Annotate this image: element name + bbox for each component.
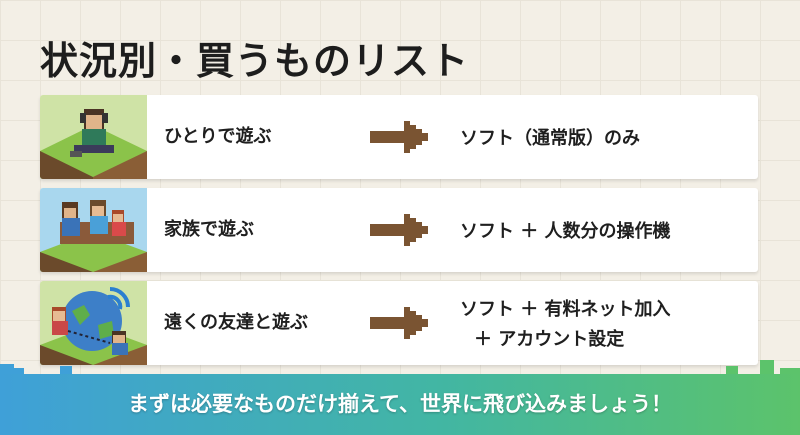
arrow-right-icon — [370, 307, 428, 339]
list-item-online: 遠くの友達と遊ぶ ソフト ＋ 有料ネット加入 ＋ アカウント設定 — [40, 281, 758, 365]
purchase-result: ソフト（通常版）のみ — [460, 95, 640, 179]
bottom-banner: まずは必要なものだけ揃えて、世界に飛び込みましょう！ — [0, 360, 800, 435]
page-title: 状況別・買うものリスト — [40, 39, 470, 83]
list-item-family: 家族で遊ぶ ソフト ＋ 人数分の操作機 — [40, 188, 758, 272]
situation-label: 遠くの友達と遊ぶ — [164, 312, 308, 333]
purchase-result: ソフト ＋ 人数分の操作機 — [460, 188, 671, 272]
purchase-result: ソフト ＋ 有料ネット加入 ＋ アカウント設定 — [460, 281, 671, 365]
result-line-1: ソフト（通常版）のみ — [460, 128, 640, 149]
result-line-1: ソフト ＋ 有料ネット加入 — [460, 299, 671, 320]
situation-label: ひとりで遊ぶ — [164, 126, 272, 147]
arrow-right-icon — [370, 121, 428, 153]
family-illustration — [40, 188, 147, 272]
online-friends-illustration — [40, 281, 147, 365]
arrow-right-icon — [370, 214, 428, 246]
list-item-solo: ひとりで遊ぶ ソフト（通常版）のみ — [40, 95, 758, 179]
result-line-2: ＋ アカウント設定 — [474, 329, 625, 350]
banner-message: まずは必要なものだけ揃えて、世界に飛び込みましょう！ — [128, 392, 672, 416]
result-line-1: ソフト ＋ 人数分の操作機 — [460, 221, 671, 242]
solo-player-illustration — [40, 95, 147, 179]
situation-label: 家族で遊ぶ — [164, 219, 254, 240]
